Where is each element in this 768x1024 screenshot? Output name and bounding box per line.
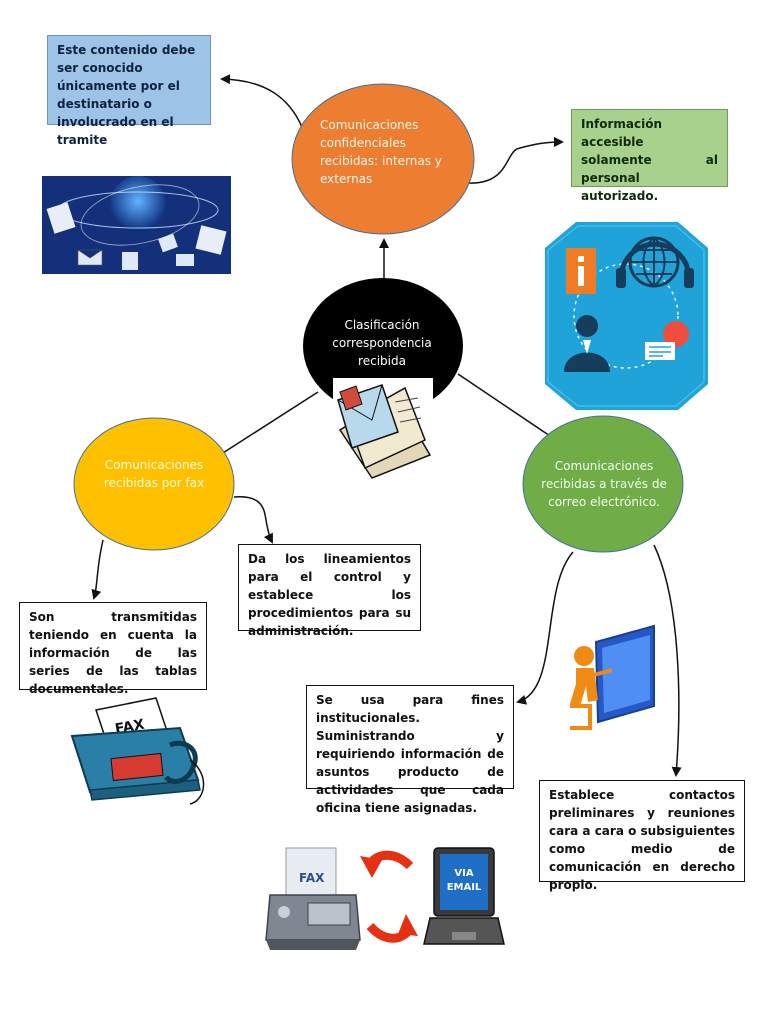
laptop-label-line1: VIA [454,868,473,879]
note-fax-right-text: Da los lineamientos para el control y es… [248,552,411,638]
laptop-email-icon: VIA EMAIL [423,847,505,945]
note-fax-left: Son transmitidas teniendo en cuenta la i… [19,602,207,696]
note-confidential-right-text: Información accesible solamente al perso… [581,117,718,203]
note-email-right: Establece contactos preliminares y reuni… [539,780,745,892]
note-fax-right: Da los lineamientos para el control y es… [238,544,421,638]
fax-bottom-label: FAX [299,871,325,885]
note-email-left-text: Se usa para fines institucionales. Sumin… [316,693,504,815]
note-email-left: Se usa para fines institucionales. Sumin… [306,685,514,815]
node-fax [73,417,235,551]
network-globe-image [42,176,231,274]
node-email [522,415,684,553]
connector-email-to-left-note [516,551,574,705]
laptop-label-line2: EMAIL [447,882,482,893]
support-hexagon-image [545,222,708,410]
node-fax-label: Comunicaciones recibidas por fax [103,458,205,490]
node-center-label: Clasificación correspondencia recibida [332,318,432,368]
fax-machine-icon: FAX [70,697,205,805]
person-computer-icon [570,624,655,730]
connector-fax-to-left-note [91,539,104,600]
note-email-right-text: Establece contactos preliminares y reuni… [549,788,735,892]
connector-confidential-to-right-note [467,137,564,184]
exchange-arrows-icon [360,850,418,943]
connector-center-to-fax [210,391,319,462]
note-confidential-left: Este contenido debe ser conocido únicame… [47,35,211,147]
envelope-documents-icon [333,378,433,479]
node-confidential [291,83,475,235]
fax-printer-icon: FAX [265,847,361,950]
node-email-label: Comunicaciones recibidas a través de cor… [541,459,667,509]
connector-confidential-to-left-note [220,74,305,133]
connector-email-to-right-note [653,544,682,777]
note-fax-left-text: Son transmitidas teniendo en cuenta la i… [29,610,197,696]
connector-fax-to-right-note [233,496,273,544]
node-confidential-label: Comunicaciones confidenciales recibidas:… [320,118,442,186]
note-confidential-right: Información accesible solamente al perso… [571,109,728,203]
note-confidential-left-text: Este contenido debe ser conocido únicame… [57,43,196,147]
connector-center-to-email [457,373,558,442]
